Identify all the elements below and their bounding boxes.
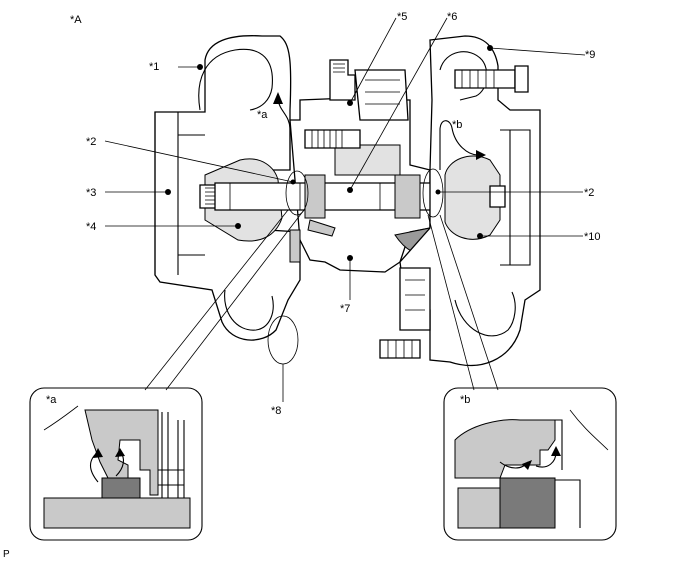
actuator-bracket (354, 69, 409, 121)
turbine-volute-upper (439, 51, 488, 101)
leader-lines (104, 17, 586, 402)
callout-2-left: *2 (86, 136, 96, 148)
mounting-stud (454, 69, 516, 89)
seal-highlight-left (285, 170, 309, 216)
callout-a: *a (257, 109, 268, 121)
detail-a-curve (43, 405, 79, 431)
oil-inlet-fitting (329, 59, 356, 101)
thrust-bolt (304, 129, 361, 149)
seal-highlight-lower (267, 315, 299, 365)
callout-b: *b (452, 119, 462, 131)
mounting-nut (514, 65, 529, 93)
detail-b-seal-ring (499, 477, 556, 529)
heat-shield (307, 219, 336, 237)
detail-a-frame (29, 387, 203, 541)
figure-id-label: *A (70, 14, 82, 26)
corner-code: P (3, 549, 10, 560)
callout-3: *3 (86, 187, 96, 199)
compressor-volute-upper (198, 48, 273, 111)
compressor-inlet (154, 112, 205, 275)
detail-a-shaft (43, 497, 191, 529)
detail-view-b (443, 387, 617, 541)
callout-4: *4 (86, 221, 96, 233)
detail-b-curve (569, 409, 609, 451)
callout-6: *6 (447, 11, 457, 23)
callout-labels: *A *1 *2 *3 *4 *5 *6 *7 *8 *9 *2 *10 *a … (3, 11, 601, 560)
detail-b-shaft (457, 487, 501, 529)
detail-b-frame (443, 387, 617, 541)
turbine-volute-lower (454, 291, 516, 337)
bearing-cavity (334, 144, 401, 176)
detail-b-housing (454, 419, 556, 479)
compressor-volute-lower (224, 289, 274, 331)
detail-b-wheel-hub (555, 419, 581, 528)
lower-mounting-bolt (379, 339, 421, 359)
seal-highlight-right (422, 168, 444, 218)
callout-8: *8 (271, 405, 281, 417)
turbine-nut (489, 185, 506, 208)
turbocharger-assembly (154, 35, 541, 367)
callout-7: *7 (340, 303, 350, 315)
callout-5: *5 (397, 11, 407, 23)
journal-bearing-turbine-side (394, 174, 421, 219)
detail-a-housing (84, 409, 159, 496)
callout-2-right: *2 (584, 187, 594, 199)
turbine-outlet-flange (500, 129, 531, 266)
callout-1: *1 (149, 61, 159, 73)
detail-a-seal-ring (101, 477, 141, 499)
detail-a-label: *a (46, 394, 57, 406)
turbine-wheel (444, 155, 501, 240)
compressor-side-backplate (289, 229, 301, 263)
callout-9: *9 (585, 49, 595, 61)
detail-a-plates (158, 412, 185, 498)
lower-wastegate-link (399, 267, 431, 331)
journal-bearing-compressor-side (304, 174, 326, 219)
oil-flow-arrow-b (439, 120, 479, 170)
detail-view-a (29, 387, 203, 541)
detail-b-label: *b (460, 394, 470, 406)
callout-10: *10 (584, 231, 601, 243)
